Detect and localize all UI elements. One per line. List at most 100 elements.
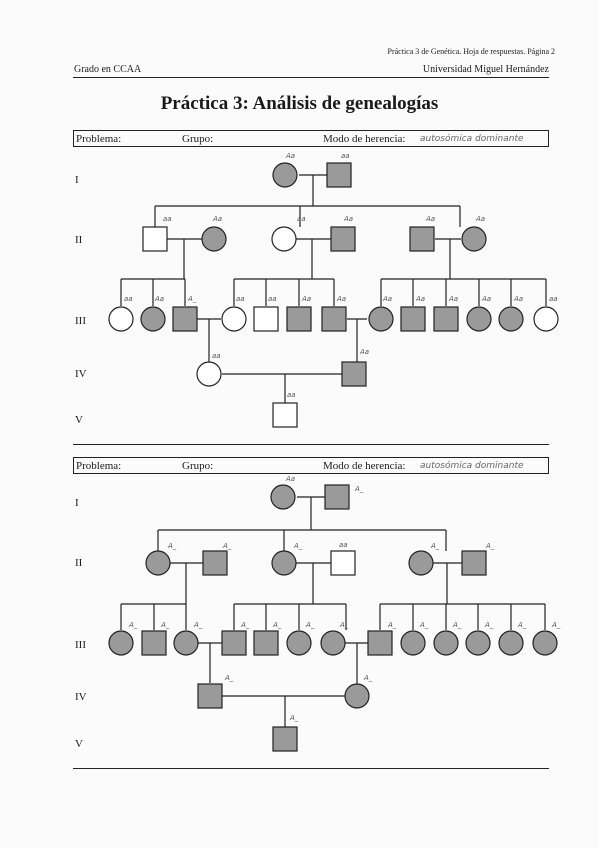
- individual-I1-affected-female: [272, 162, 298, 188]
- genotype-label: A_: [167, 542, 177, 550]
- genotype-label: Aa: [513, 295, 523, 303]
- individual-II3-unaffected-female: [271, 226, 297, 252]
- genotype-label: A_: [293, 542, 303, 550]
- genotype-label: A_: [387, 621, 397, 629]
- genotype-label: aa: [212, 352, 221, 360]
- genotype-label: A_: [430, 542, 440, 550]
- individual-III7-affected-male: [321, 306, 347, 332]
- individual-III4-unaffected-female: [221, 306, 247, 332]
- individual-III4-affected-male: [221, 630, 247, 656]
- page-title: Práctica 3: Análisis de genealogías: [160, 93, 439, 114]
- genotype-label: Aa: [212, 215, 222, 223]
- generation-label: I: [75, 497, 79, 509]
- genotype-label: A_: [187, 295, 197, 303]
- individual-IV2-affected-female: [344, 683, 370, 709]
- individual-I2-affected-male: [326, 162, 352, 188]
- header-rule: [73, 77, 549, 78]
- individual-II6-affected-female: [461, 226, 487, 252]
- individual-II2-affected-female: [201, 226, 227, 252]
- individual-III6-affected-female: [286, 630, 312, 656]
- genotype-label: A_: [193, 621, 203, 629]
- genotype-label: Aa: [448, 295, 458, 303]
- group-label: Grupo:: [182, 460, 214, 472]
- generation-label: V: [75, 738, 83, 750]
- genotype-label: A_: [224, 674, 234, 682]
- individual-III9-affected-male: [400, 306, 426, 332]
- genotype-label: A_: [305, 621, 315, 629]
- genotype-label: A_: [452, 621, 462, 629]
- genotype-label: A_: [128, 621, 138, 629]
- generation-label: I: [75, 174, 79, 186]
- individual-II6-affected-male: [461, 550, 487, 576]
- genotype-label: A_: [551, 621, 561, 629]
- group-label: Grupo:: [182, 133, 214, 145]
- genotype-label: Aa: [285, 475, 295, 483]
- individual-V1-unaffected-male: [272, 402, 298, 428]
- individual-II1-affected-female: [145, 550, 171, 576]
- individual-III13-affected-female: [532, 630, 558, 656]
- genotype-label: A_: [339, 621, 349, 629]
- generation-label: II: [75, 557, 83, 569]
- individual-III12-affected-female: [498, 306, 524, 332]
- problem-2-bottom-rule: [73, 768, 549, 769]
- individual-III11-affected-female: [465, 630, 491, 656]
- pedigree-1-lines: [120, 174, 547, 403]
- problem-label: Problema:: [76, 460, 122, 472]
- individual-V1-affected-male: [272, 726, 298, 752]
- inheritance-mode-label: Modo de herencia:: [323, 460, 406, 472]
- genotype-label: aa: [236, 295, 245, 303]
- genotype-label: aa: [287, 391, 296, 399]
- genotype-label: A_: [419, 621, 429, 629]
- individual-IV1-affected-male: [197, 683, 223, 709]
- genotype-label: Aa: [301, 295, 311, 303]
- genotype-label: aa: [297, 215, 306, 223]
- genotype-label: A_: [484, 621, 494, 629]
- individual-II5-affected-male: [409, 226, 435, 252]
- individual-III7-affected-female: [320, 630, 346, 656]
- genotype-label: aa: [341, 152, 350, 160]
- generation-label: III: [75, 639, 86, 651]
- genotype-label: Aa: [359, 348, 369, 356]
- individual-I2-affected-male: [324, 484, 350, 510]
- genotype-label: A_: [222, 542, 232, 550]
- genotype-label: Aa: [285, 152, 295, 160]
- inheritance-mode-answer: autosómica dominante: [420, 461, 524, 471]
- individual-III8-affected-male: [367, 630, 393, 656]
- genotype-label: A_: [289, 714, 299, 722]
- individual-III9-affected-female: [400, 630, 426, 656]
- inheritance-mode-answer: autosómica dominante: [420, 134, 524, 144]
- generation-label: IV: [75, 368, 87, 380]
- genotype-label: Aa: [481, 295, 491, 303]
- individual-III10-affected-male: [433, 306, 459, 332]
- individual-II2-affected-male: [202, 550, 228, 576]
- university-name: Universidad Miguel Hernández: [422, 64, 549, 75]
- genotype-label: A_: [485, 542, 495, 550]
- individual-II5-affected-female: [408, 550, 434, 576]
- individual-III3-affected-male: [172, 306, 198, 332]
- genotype-label: Aa: [382, 295, 392, 303]
- inheritance-mode-label: Modo de herencia:: [323, 133, 406, 145]
- generation-label: V: [75, 414, 83, 426]
- individual-III11-affected-female: [466, 306, 492, 332]
- genotype-label: Aa: [336, 295, 346, 303]
- generation-label: III: [75, 315, 86, 327]
- sheet-header-note: Práctica 3 de Genética. Hoja de respuest…: [387, 47, 556, 56]
- problem-1-bottom-rule: [73, 444, 549, 445]
- problem-2-info-box: Problema: Grupo: Modo de herencia: autos…: [73, 457, 549, 474]
- individual-III2-affected-male: [141, 630, 167, 656]
- genotype-label: A_: [517, 621, 527, 629]
- genotype-label: A_: [240, 621, 250, 629]
- course-name: Grado en CCAA: [74, 64, 142, 75]
- genotype-label: Aa: [343, 215, 353, 223]
- individual-II4-affected-male: [330, 226, 356, 252]
- problem-1-info-box: Problema: Grupo: Modo de herencia: autos…: [73, 130, 549, 147]
- individual-IV1-unaffected-female: [196, 361, 222, 387]
- genotype-label: A_: [160, 621, 170, 629]
- individual-III5-affected-male: [253, 630, 279, 656]
- genotype-label: A_: [354, 485, 364, 493]
- individual-III12-affected-female: [498, 630, 524, 656]
- individual-I1-affected-female: [270, 484, 296, 510]
